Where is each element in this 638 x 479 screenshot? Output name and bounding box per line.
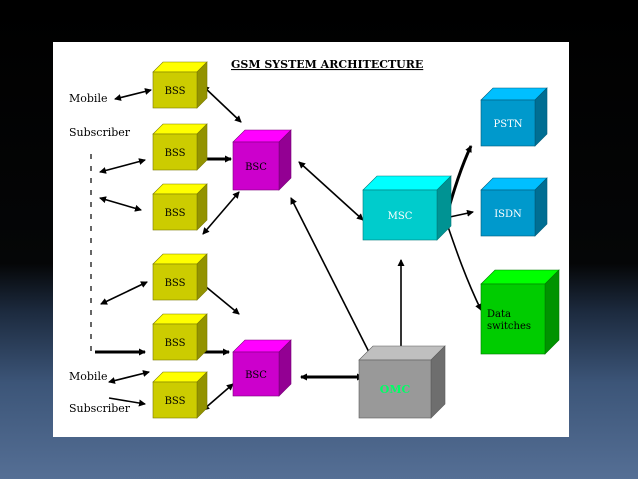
bss-node-6-front-face	[152, 381, 198, 419]
bsc-node-2-front-face	[232, 351, 280, 397]
bss-node-3-label: BSS	[165, 208, 186, 219]
link-bsc1-msc	[298, 161, 364, 221]
bss-node-2: BSS	[152, 123, 208, 171]
bss-node-4: BSS	[152, 253, 208, 301]
diagram-canvas: GSM SYSTEM ARCHITECTURE Mobile Subscribe…	[53, 42, 569, 437]
bsc-node-2: BSC	[232, 339, 292, 397]
bss-node-2-label: BSS	[165, 148, 186, 159]
omc-node-front-face	[358, 359, 432, 419]
bss-node-4-front-face	[152, 263, 198, 301]
bsc-node-1: BSC	[232, 129, 292, 191]
data-switches-node-label: Data	[487, 309, 511, 320]
bss-node-1-label: BSS	[165, 86, 186, 97]
bss-node-4-label: BSS	[165, 278, 186, 289]
bsc-node-1-label: BSC	[245, 162, 267, 173]
gsm-architecture-diagram: GSM SYSTEM ARCHITECTURE Mobile Subscribe…	[69, 58, 560, 419]
link-sub-bss3	[99, 196, 142, 212]
isdn-node-label: ISDN	[494, 209, 522, 220]
msc-node-top-face	[362, 175, 452, 191]
diagram-title: GSM SYSTEM ARCHITECTURE	[231, 58, 423, 71]
msc-node: MSC	[362, 175, 452, 241]
isdn-node-front-face	[480, 189, 536, 237]
link-bsc1-omc	[290, 197, 376, 365]
link-mobile-bss6	[108, 370, 150, 384]
omc-node-top-face	[358, 345, 446, 361]
bss-node-1: BSS	[152, 61, 208, 109]
link-bss3-bsc1	[202, 191, 240, 235]
bss-node-3: BSS	[152, 183, 208, 231]
link-mobile-bss1	[114, 88, 152, 101]
mobile-label-bottom: Mobile	[69, 370, 107, 383]
omc-node-label: OMC	[380, 383, 411, 396]
bsc-node-1-front-face	[232, 141, 280, 191]
isdn-node: ISDN	[480, 177, 548, 237]
msc-node-label: MSC	[388, 211, 413, 222]
link-sub-bss4	[100, 281, 148, 305]
bss-node-6-label: BSS	[165, 396, 186, 407]
link-bss4-bsc2	[204, 285, 240, 315]
bss-node-2-front-face	[152, 133, 198, 171]
subscriber-label-bottom: Subscriber	[69, 402, 131, 415]
link-sub-bss2	[99, 158, 146, 174]
data-switches-node-label: switches	[487, 321, 531, 332]
pstn-node-front-face	[480, 99, 536, 147]
bss-node-5: BSS	[152, 313, 208, 361]
bss-node-3-front-face	[152, 193, 198, 231]
link-sub-bss6	[108, 397, 146, 407]
link-bss6-bsc2	[202, 383, 234, 411]
data-switches-node-front-face	[480, 283, 546, 355]
data-switches-node-side-face	[544, 269, 560, 355]
link-msc-data	[444, 217, 482, 311]
bss-node-1-front-face	[152, 71, 198, 109]
bss-node-6: BSS	[152, 371, 208, 419]
bsc-node-2-label: BSC	[245, 370, 267, 381]
bss-node-5-label: BSS	[165, 338, 186, 349]
mobile-label-top: Mobile	[69, 92, 107, 105]
omc-node: OMC	[358, 345, 446, 419]
subscriber-label-top: Subscriber	[69, 126, 131, 139]
pstn-node: PSTN	[480, 87, 548, 147]
msc-node-front-face	[362, 189, 438, 241]
bss-node-5-front-face	[152, 323, 198, 361]
pstn-node-label: PSTN	[494, 119, 523, 130]
link-bss1-bsc1	[202, 85, 242, 123]
